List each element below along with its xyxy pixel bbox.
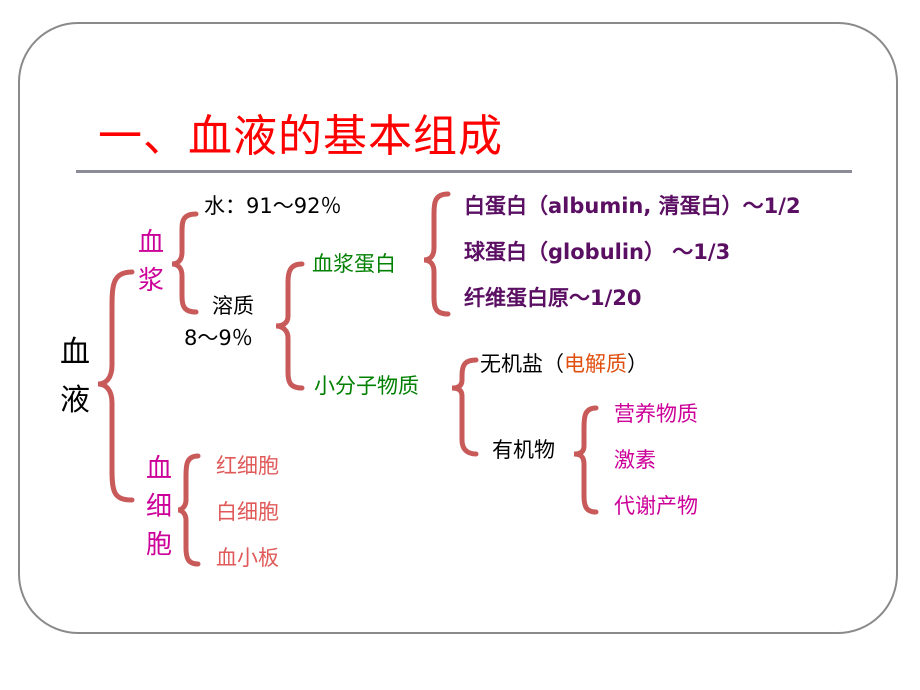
cells-label-char-3: 胞 [146, 530, 173, 560]
organic-label: 有机物 [492, 438, 555, 462]
platelet-item: 血小板 [216, 546, 279, 570]
small-molecule-label: 小分子物质 [314, 374, 419, 398]
slide-frame [18, 22, 898, 634]
cells-label-char-2: 细 [146, 492, 173, 522]
globulin-item: 球蛋白（globulin） ～1/3 [464, 240, 731, 264]
organic-item-nutrients: 营养物质 [614, 402, 698, 426]
organic-brace [573, 405, 599, 515]
inorganic-salt-item: 无机盐（电解质） [480, 354, 648, 375]
plasma-protein-label: 血浆蛋白 [312, 252, 396, 276]
salt-prefix: 无机盐（ [480, 352, 564, 376]
blood-label-char-1: 血 [60, 335, 90, 370]
blood-label-char-2: 液 [60, 383, 90, 418]
red-blood-cell-item: 红细胞 [216, 454, 279, 478]
cells-brace [177, 453, 201, 567]
albumin-item: 白蛋白（albumin, 清蛋白）～1/2 [464, 194, 801, 218]
electrolyte-text: 电解质 [564, 352, 627, 376]
cells-label-char-1: 血 [146, 454, 173, 484]
organic-item-hormones: 激素 [614, 448, 656, 472]
plasma-label-char-1: 血 [138, 228, 165, 258]
plasma-brace [171, 211, 199, 315]
fibrinogen-item: 纤维蛋白原～1/20 [464, 286, 642, 310]
solute-label: 溶质 [212, 294, 254, 318]
water-text: 水：91～92％ [204, 194, 342, 218]
blood-brace [97, 269, 135, 503]
organic-item-metabolites: 代谢产物 [614, 494, 698, 518]
white-blood-cell-item: 白细胞 [216, 500, 279, 524]
title-underline [76, 170, 852, 173]
slide-title: 一、血液的基本组成 [98, 111, 503, 162]
protein-brace [423, 191, 451, 317]
solute-percent: 8～9％ [184, 326, 253, 350]
small-molecule-brace [451, 357, 479, 457]
solute-brace [275, 261, 305, 391]
plasma-label-char-2: 浆 [138, 266, 165, 296]
salt-suffix: ） [627, 352, 648, 376]
